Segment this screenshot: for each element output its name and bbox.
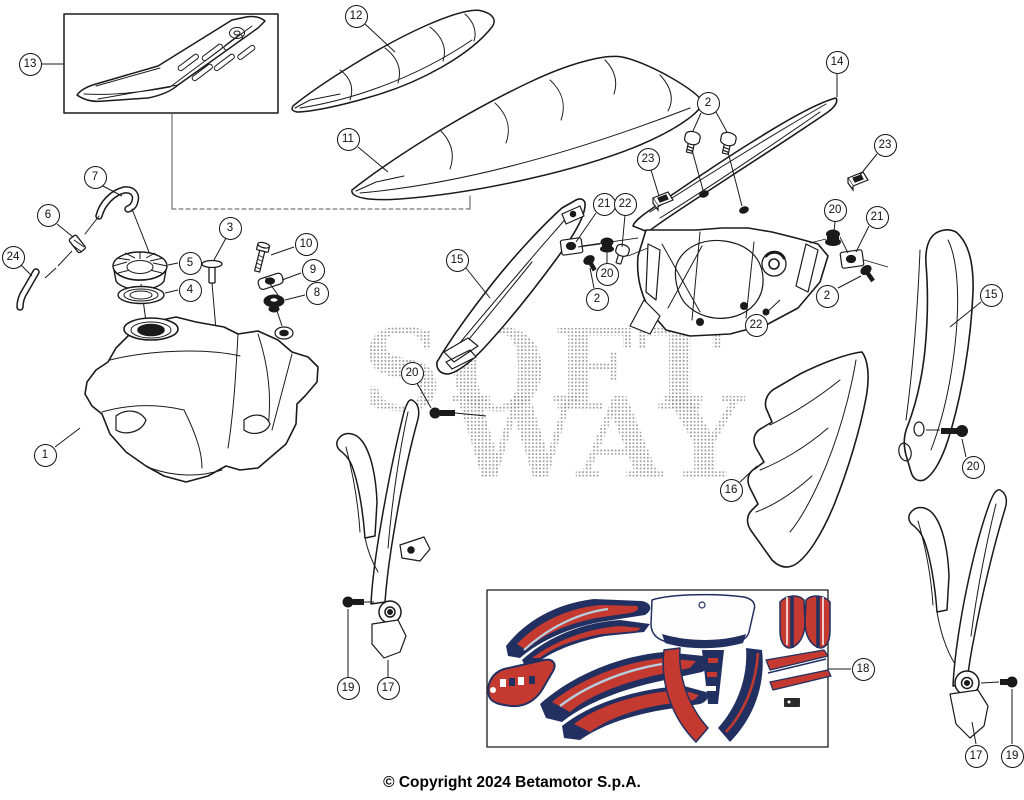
clip-nut-23-left-drawing <box>652 191 674 212</box>
callout-17[interactable]: 17 <box>376 676 400 700</box>
callout-15[interactable]: 15 <box>445 248 469 272</box>
right-panel-15-drawing <box>898 229 974 482</box>
callout-2[interactable]: 2 <box>585 287 609 311</box>
tank-washer-9-drawing <box>257 272 284 290</box>
fuel-tank-drawing <box>84 316 319 483</box>
callout-21[interactable]: 21 <box>592 192 616 216</box>
callout-2[interactable]: 2 <box>815 284 839 308</box>
shroud-bolt-20-left-drawing <box>429 407 487 419</box>
callout-9[interactable]: 9 <box>301 258 325 282</box>
right-frame-guard-drawing <box>908 489 1008 739</box>
rear-fender-drawing <box>629 97 838 337</box>
callout-16[interactable]: 16 <box>719 478 743 502</box>
callout-1[interactable]: 1 <box>33 443 57 467</box>
fuel-cap-5-drawing <box>112 251 168 323</box>
callout-10[interactable]: 10 <box>294 232 318 256</box>
fender-screw-2b-drawing <box>720 131 737 155</box>
tank-pin-3-drawing <box>201 259 223 331</box>
leader-lines <box>20 23 1013 745</box>
watermark-way: WAY <box>452 374 750 505</box>
tank-bolt-10-drawing <box>253 241 271 273</box>
callout-8[interactable]: 8 <box>305 281 329 305</box>
right-guard-bolt-19-drawing <box>980 676 1018 688</box>
decal-kit-drawing <box>486 589 832 748</box>
callout-3[interactable]: 3 <box>218 216 242 240</box>
vent-hose-24-drawing <box>16 268 40 311</box>
cap-gasket-4-drawing <box>117 285 165 305</box>
callout-7[interactable]: 7 <box>83 165 107 189</box>
callout-14[interactable]: 14 <box>825 50 849 74</box>
callout-2[interactable]: 2 <box>696 91 720 115</box>
left-frame-guard-drawing <box>336 399 431 659</box>
vent-valve-6-drawing <box>44 234 86 279</box>
left-shroud-drawing <box>436 198 586 375</box>
callout-22[interactable]: 22 <box>613 192 637 216</box>
callout-20[interactable]: 20 <box>400 361 424 385</box>
callout-6[interactable]: 6 <box>36 203 60 227</box>
callout-12[interactable]: 12 <box>344 4 368 28</box>
callout-23[interactable]: 23 <box>636 147 660 171</box>
right-fastener-cluster-drawing <box>809 171 889 283</box>
callout-21[interactable]: 21 <box>865 205 889 229</box>
side-panel-16-drawing <box>746 351 869 568</box>
callout-23[interactable]: 23 <box>873 133 897 157</box>
callout-20[interactable]: 20 <box>961 455 985 479</box>
callout-24[interactable]: 24 <box>1 245 25 269</box>
copyright-text: © Copyright 2024 Betamotor S.p.A. <box>383 774 641 791</box>
mid-fastener-cluster-drawing <box>559 237 649 272</box>
callout-11[interactable]: 11 <box>336 127 360 151</box>
callout-20[interactable]: 20 <box>823 198 847 222</box>
panel-bolt-20-right-drawing <box>913 421 968 437</box>
callout-15[interactable]: 15 <box>979 283 1003 307</box>
vent-hose-7-drawing <box>84 186 150 253</box>
tank-grommet-8-drawing <box>263 276 285 327</box>
callout-19[interactable]: 19 <box>336 676 360 700</box>
callout-5[interactable]: 5 <box>178 251 202 275</box>
callout-13[interactable]: 13 <box>18 52 42 76</box>
callout-17[interactable]: 17 <box>964 744 988 768</box>
skid-plate-box-drawing <box>63 13 471 210</box>
fender-screw-2a-drawing <box>684 130 701 154</box>
callout-22[interactable]: 22 <box>744 313 768 337</box>
left-guard-bolt-19-drawing <box>342 596 374 608</box>
callout-19[interactable]: 19 <box>1000 744 1024 768</box>
callout-4[interactable]: 4 <box>178 278 202 302</box>
seat-12-drawing <box>291 9 495 113</box>
callout-20[interactable]: 20 <box>595 262 619 286</box>
callout-18[interactable]: 18 <box>851 657 875 681</box>
